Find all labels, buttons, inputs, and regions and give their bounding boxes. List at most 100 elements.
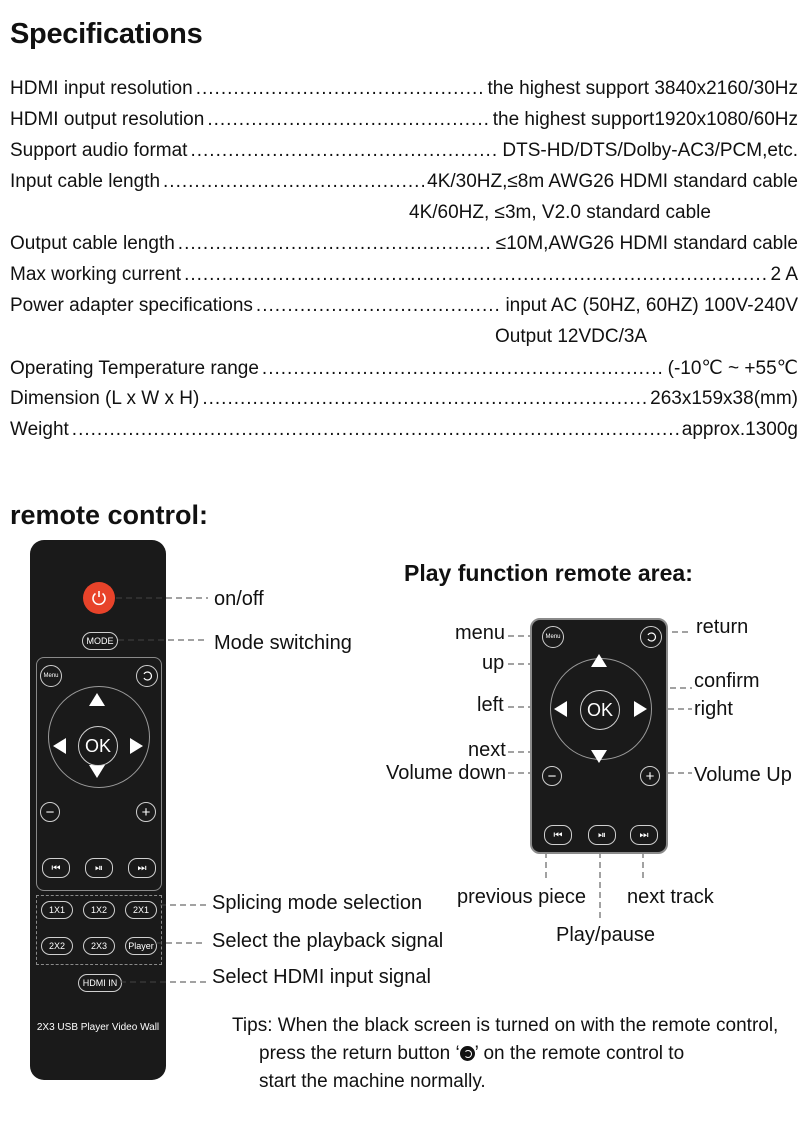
label-up: up <box>482 652 505 674</box>
ok-button[interactable]: OK <box>580 690 620 730</box>
spec-label: Input cable length <box>10 171 161 192</box>
split-2x3-button[interactable]: 2X3 <box>83 937 115 955</box>
return-icon <box>459 1046 475 1061</box>
spec-label: Max working current <box>10 264 182 285</box>
spec-label: Power adapter specifications <box>10 295 253 316</box>
mode-button[interactable]: MODE <box>82 632 118 650</box>
previous-icon: ⏮ <box>51 862 61 874</box>
next-button[interactable]: ⏭ <box>630 825 658 845</box>
spec-label: Operating Temperature range <box>10 358 259 379</box>
spec-value: 263x159x38(mm) <box>650 388 798 409</box>
callout-playback: Select the playback signal <box>212 930 444 952</box>
up-arrow-icon[interactable] <box>591 654 607 667</box>
split-1x2-button[interactable]: 1X2 <box>83 901 115 919</box>
volume-down-button[interactable]: − <box>40 802 60 822</box>
right-arrow-icon[interactable] <box>634 701 647 717</box>
spec-value: the highest support 3840x2160/30Hz <box>487 78 798 99</box>
spec-row: Operating Temperature range (-10℃ ~ +55℃ <box>10 357 798 383</box>
left-arrow-icon[interactable] <box>53 738 66 754</box>
callout-mode: Mode switching <box>214 632 352 654</box>
spec-label: Dimension (L x W x H) <box>10 388 200 409</box>
spec-label: HDMI output resolution <box>10 109 205 130</box>
label-return: return <box>696 616 749 638</box>
volume-up-button[interactable]: + <box>136 802 156 822</box>
play-pause-icon: ⏯ <box>95 862 103 874</box>
tips-line-2: press the return button ‘ ’ on the remote… <box>259 1040 684 1067</box>
tips-line-2b: ’ on the remote control to <box>474 1043 685 1064</box>
return-button[interactable] <box>640 626 662 648</box>
spec-label: HDMI input resolution <box>10 78 193 99</box>
player-button[interactable]: Player <box>125 937 157 955</box>
spec-value: (-10℃ ~ +55℃ <box>667 358 798 379</box>
spec-value: the highest support1920x1080/60Hz <box>492 109 798 130</box>
play-pause-icon: ⏯ <box>598 829 606 841</box>
next-icon: ⏭ <box>137 862 147 874</box>
tips-line-3: start the machine normally. <box>259 1071 486 1092</box>
down-arrow-icon[interactable] <box>591 750 607 763</box>
remote-control-heading: remote control: <box>10 500 209 530</box>
label-previous-piece: previous piece <box>457 886 586 908</box>
spec-value-continued: Output 12VDC/3A <box>495 326 648 347</box>
spec-row: Output cable length≤10M,AWG26 HDMI stand… <box>10 233 798 259</box>
spec-value: 2 A <box>770 264 798 285</box>
split-2x1-button[interactable]: 2X1 <box>125 901 157 919</box>
play-pause-button[interactable]: ⏯ <box>85 858 113 878</box>
spec-label: Support audio format <box>10 140 188 161</box>
hdmi-in-button[interactable]: HDMI IN <box>78 974 122 992</box>
label-next: next <box>468 739 506 761</box>
right-arrow-icon[interactable] <box>130 738 143 754</box>
previous-button[interactable]: ⏮ <box>544 825 572 845</box>
return-icon <box>647 632 656 642</box>
play-area-remote: Menu OK − + ⏮ ⏯ ⏭ <box>530 618 668 854</box>
callout-on-off: on/off <box>214 588 264 610</box>
previous-icon: ⏮ <box>553 829 563 841</box>
menu-button[interactable]: Menu <box>40 665 62 687</box>
up-arrow-icon[interactable] <box>89 693 105 706</box>
spec-label: Weight <box>10 419 69 440</box>
specifications-heading: Specifications <box>10 18 203 50</box>
label-volume-down: Volume down <box>386 762 507 784</box>
tips-line-1: Tips: When the black screen is turned on… <box>232 1015 779 1036</box>
spec-value: 4K/30HZ,≤8m AWG26 HDMI standard cable <box>427 171 798 192</box>
left-arrow-icon[interactable] <box>554 701 567 717</box>
callout-splicing: Splicing mode selection <box>212 892 423 914</box>
spec-value: DTS-HD/DTS/Dolby-AC3/PCM,etc. <box>502 140 798 161</box>
spec-row: HDMI input resolution the highest support… <box>10 78 798 104</box>
control-panel <box>36 657 162 891</box>
label-play-pause: Play/pause <box>556 924 655 946</box>
label-confirm: confirm <box>694 670 760 692</box>
remote-body: MODE Menu OK − + ⏮ ⏯ ⏭ 1X1 1X2 2X1 2X2 2… <box>30 540 166 1080</box>
split-2x2-button[interactable]: 2X2 <box>41 937 73 955</box>
dpad-ring <box>48 686 150 788</box>
volume-down-button[interactable]: − <box>542 766 562 786</box>
label-next-track: next track <box>627 886 714 908</box>
spec-row: Power adapter specifications input AC (50… <box>10 295 798 321</box>
spec-row: HDMI output resolution the highest suppor… <box>10 109 798 135</box>
down-arrow-icon[interactable] <box>89 765 105 778</box>
previous-button[interactable]: ⏮ <box>42 858 70 878</box>
spec-row: Max working current 2 A <box>10 264 798 290</box>
next-button[interactable]: ⏭ <box>128 858 156 878</box>
spec-value: ≤10M,AWG26 HDMI standard cable <box>495 233 798 254</box>
label-right: right <box>694 698 733 720</box>
label-volume-up: Volume Up <box>694 764 792 786</box>
menu-button[interactable]: Menu <box>542 626 564 648</box>
spec-value: input AC (50HZ, 60HZ) 100V-240V <box>505 295 798 316</box>
spec-value-continued: 4K/60HZ, ≤3m, V2.0 standard cable <box>409 202 711 223</box>
spec-row: Weight approx.1300g <box>10 419 798 445</box>
play-area-heading: Play function remote area: <box>404 560 693 586</box>
power-button[interactable] <box>83 582 115 614</box>
label-left: left <box>477 694 504 716</box>
play-pause-button[interactable]: ⏯ <box>588 825 616 845</box>
spec-value: approx.1300g <box>681 419 798 440</box>
ok-button[interactable]: OK <box>78 726 118 766</box>
volume-up-button[interactable]: + <box>640 766 660 786</box>
tips-line-2a: press the return button ‘ <box>259 1043 460 1064</box>
return-button[interactable] <box>136 665 158 687</box>
spec-row: Dimension (L x W x H) 263x159x38(mm) <box>10 388 798 414</box>
model-text: 2X3 USB Player Video Wall <box>36 1022 160 1033</box>
split-1x1-button[interactable]: 1X1 <box>41 901 73 919</box>
label-menu: menu <box>455 622 506 644</box>
next-icon: ⏭ <box>639 829 649 841</box>
callout-hdmi: Select HDMI input signal <box>212 966 431 988</box>
